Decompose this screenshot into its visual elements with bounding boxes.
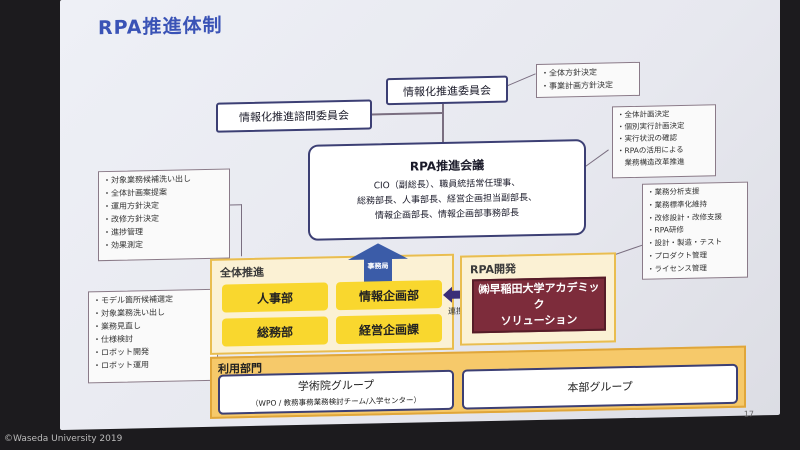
connector-top-note — [503, 73, 536, 88]
left-note-lower-item: ・ロボット運用 — [93, 360, 149, 371]
slide: RPA推進体制 情報化推進委員会 情報化推進諮問委員会 ・全体方針決定 ・事業計… — [60, 0, 780, 430]
top-note: ・全体方針決定 ・事業計画方針決定 — [536, 61, 640, 99]
left-note-upper: ・対象業務候補洗い出し ・全体計画案提案 ・運用方針決定 ・改修方針決定 ・進捗… — [98, 168, 230, 262]
company-box: ㈱早稲田大学アカデミック ソリューション — [472, 276, 606, 334]
advisory-committee-box: 情報化推進諮問委員会 — [216, 99, 372, 133]
zentai-label: 全体推進 — [220, 265, 264, 280]
secretariat-label: 事務局 — [367, 262, 389, 271]
company-name-line2: ソリューション — [500, 313, 578, 328]
group1-sub: （WPO / 教務事務業務検討チーム/入学センター） — [251, 395, 421, 408]
right-note: ・業務分析支援 ・業務標準化維持 ・改修設計・改修支援 ・RPA研修 ・設計・製… — [642, 181, 748, 280]
secretariat-arrow — [348, 243, 408, 284]
left-note-upper-item: ・効果測定 — [103, 240, 143, 251]
page-number: 17 — [743, 409, 754, 419]
rpa-council-title: RPA推進会議 — [409, 158, 485, 174]
unit-somu: 総務部 — [222, 316, 328, 347]
unit-keiei-kikaku: 経営企画課 — [336, 313, 442, 345]
connector-left-upper-2 — [241, 204, 242, 257]
copyright-footer: ©Waseda University 2019 — [4, 434, 123, 444]
advisory-committee-label: 情報化推進諮問委員会 — [239, 108, 349, 125]
group1-name: 学術院グループ — [297, 378, 375, 394]
rpa-dev-label: RPA開発 — [470, 262, 517, 277]
group-gakujutsuin: 学術院グループ （WPO / 教務事務業務検討チーム/入学センター） — [218, 369, 454, 415]
right-note-item: ・ライセンス管理 — [647, 263, 707, 274]
connector-top-vertical — [442, 103, 444, 144]
left-note-lower: ・モデル箇所候補選定 ・対象業務洗い出し ・業務見直し ・仕様検討 ・ロボット開… — [88, 288, 218, 384]
group2-name: 本部グループ — [567, 380, 633, 395]
unit-jinji: 人事部 — [222, 282, 328, 313]
connector-council-note — [583, 149, 609, 168]
unit-joho-kikaku: 情報企画部 — [336, 279, 442, 311]
slide-title: RPA推進体制 — [98, 14, 223, 40]
slide-screen: RPA推進体制 情報化推進委員会 情報化推進諮問委員会 ・全体方針決定 ・事業計… — [60, 0, 780, 430]
top-committee-label: 情報化推進委員会 — [403, 83, 491, 99]
arrow-up-icon — [348, 243, 408, 284]
rpa-council-box: RPA推進会議 CIO（副総長）、職員統括常任理事、 総務部長、人事部長、経営企… — [308, 138, 586, 241]
rpa-council-member: 情報企画部長、情報企画部事務部長 — [374, 208, 519, 222]
group-honbu: 本部グループ — [462, 363, 738, 410]
council-note-item: 業務構造改革推進 — [617, 156, 685, 168]
connector-advisory — [372, 111, 442, 116]
council-note: ・全体計画決定 ・個別実行計画決定 ・実行状況の確認 ・RPAの活用による 業務… — [612, 104, 716, 179]
top-committee-box: 情報化推進委員会 — [386, 75, 508, 106]
top-note-item: ・事業計画方針決定 — [541, 80, 613, 91]
company-name-line1: ㈱早稲田大学アカデミック — [478, 280, 600, 312]
